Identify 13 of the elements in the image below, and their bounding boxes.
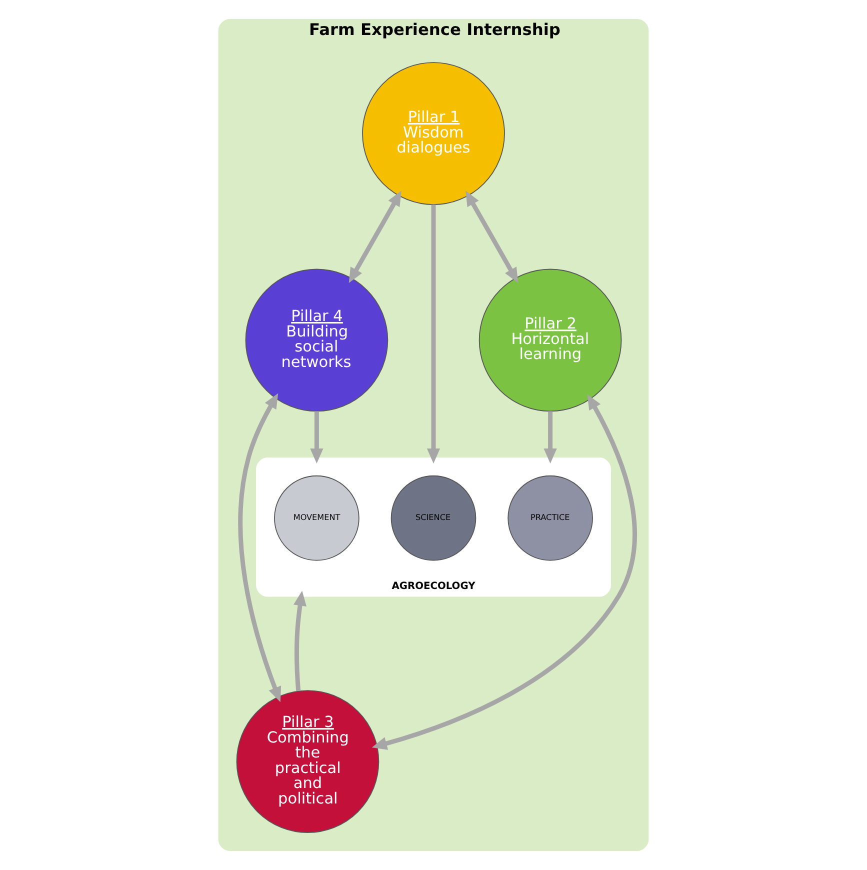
node-circle: PRACTICE	[508, 475, 593, 561]
node-circle: Pillar 3 Combining the practical and political	[236, 690, 380, 833]
node-circle: Pillar 1 Wisdom dialogues	[362, 62, 505, 205]
node-circle: SCIENCE	[390, 475, 476, 561]
arrow	[544, 411, 557, 464]
node-circle: MOVEMENT	[274, 475, 360, 561]
arrow	[372, 394, 637, 750]
arrow	[293, 590, 307, 692]
arrow	[348, 190, 402, 283]
arrow	[466, 190, 518, 283]
arrow	[310, 411, 324, 464]
arrow	[426, 204, 440, 464]
arrow	[238, 393, 282, 702]
